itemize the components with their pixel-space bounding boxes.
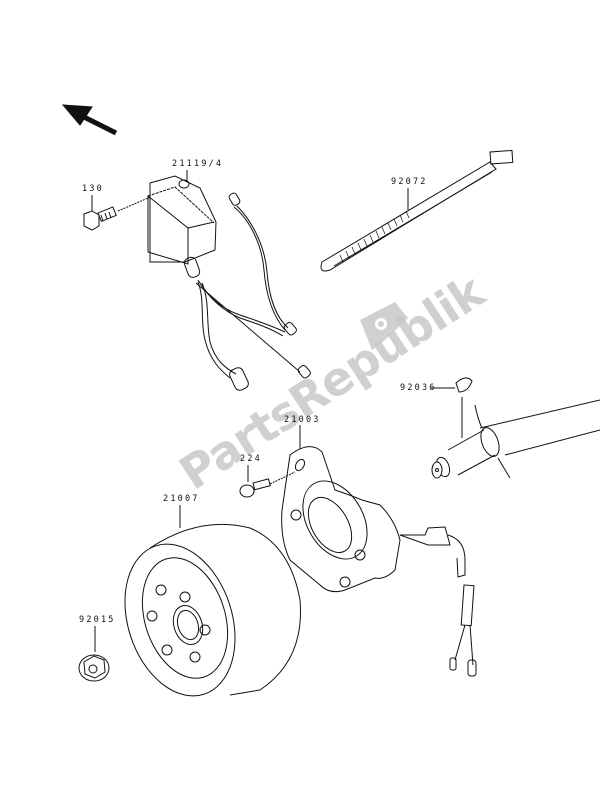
part-label-92015[interactable]: 92015 — [79, 615, 116, 625]
direction-arrow-icon — [61, 104, 118, 136]
stator-21003 — [281, 425, 477, 677]
part-label-224[interactable]: 224 — [240, 454, 262, 464]
part-label-21119[interactable]: 21119/4 — [172, 159, 224, 169]
screw-224 — [239, 465, 296, 498]
part-label-21003[interactable]: 21003 — [284, 415, 321, 425]
gear-flag-icon — [360, 302, 408, 350]
part-label-130[interactable]: 130 — [82, 184, 104, 194]
part-label-21007[interactable]: 21007 — [163, 494, 200, 504]
part-label-92072[interactable]: 92072 — [391, 177, 428, 187]
woodruff-key-92036 — [431, 377, 473, 438]
part-label-92036[interactable]: 92036 — [400, 383, 437, 393]
ignition-unit-21119 — [147, 170, 311, 391]
cable-tie-92072 — [320, 149, 514, 272]
flywheel-21007 — [124, 505, 301, 697]
bolt-130 — [83, 194, 156, 231]
flange-nut-92015 — [78, 626, 110, 682]
crankshaft — [431, 399, 600, 479]
